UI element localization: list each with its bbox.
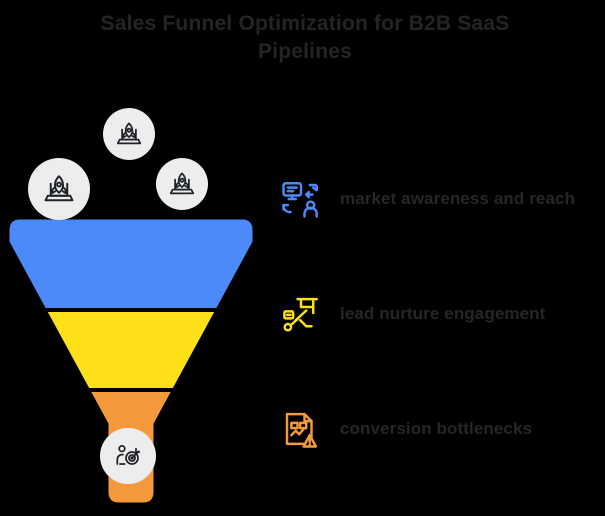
report-alert-icon [278,406,324,452]
funnel-band-gap-2 [8,388,254,392]
funnel-band-awareness [8,218,254,308]
legend-label: market awareness and reach [340,189,576,208]
legend-label: conversion bottlenecks [340,419,533,438]
legend: market awareness and reach lea [278,170,605,515]
legend-item-awareness: market awareness and reach [278,170,605,228]
badge-top [103,108,155,160]
legend-item-engagement: lead nurture engagement [278,285,605,343]
title-line-1: Sales Funnel Optimization for B2B SaaS [100,12,510,35]
page-title: Sales Funnel Optimization for B2B SaaS P… [60,10,550,66]
person-target-icon [112,440,144,472]
presentation-team-icon [278,176,324,222]
funnel-band-gap-1 [8,308,254,312]
title-line-2: Pipelines [257,40,352,63]
badge-right [156,158,208,210]
badge-bottom [100,428,156,484]
analytics-growth-icon [278,291,324,337]
legend-item-bottlenecks: conversion bottlenecks [278,400,605,458]
rocket-laptop-icon [41,171,77,207]
rocket-laptop-icon [114,119,144,149]
slide-canvas: Sales Funnel Optimization for B2B SaaS P… [0,10,575,506]
funnel-diagram [0,96,262,506]
badge-left [28,158,90,220]
funnel-band-consideration [8,312,254,388]
legend-label: lead nurture engagement [340,304,546,323]
rocket-laptop-icon [167,169,197,199]
